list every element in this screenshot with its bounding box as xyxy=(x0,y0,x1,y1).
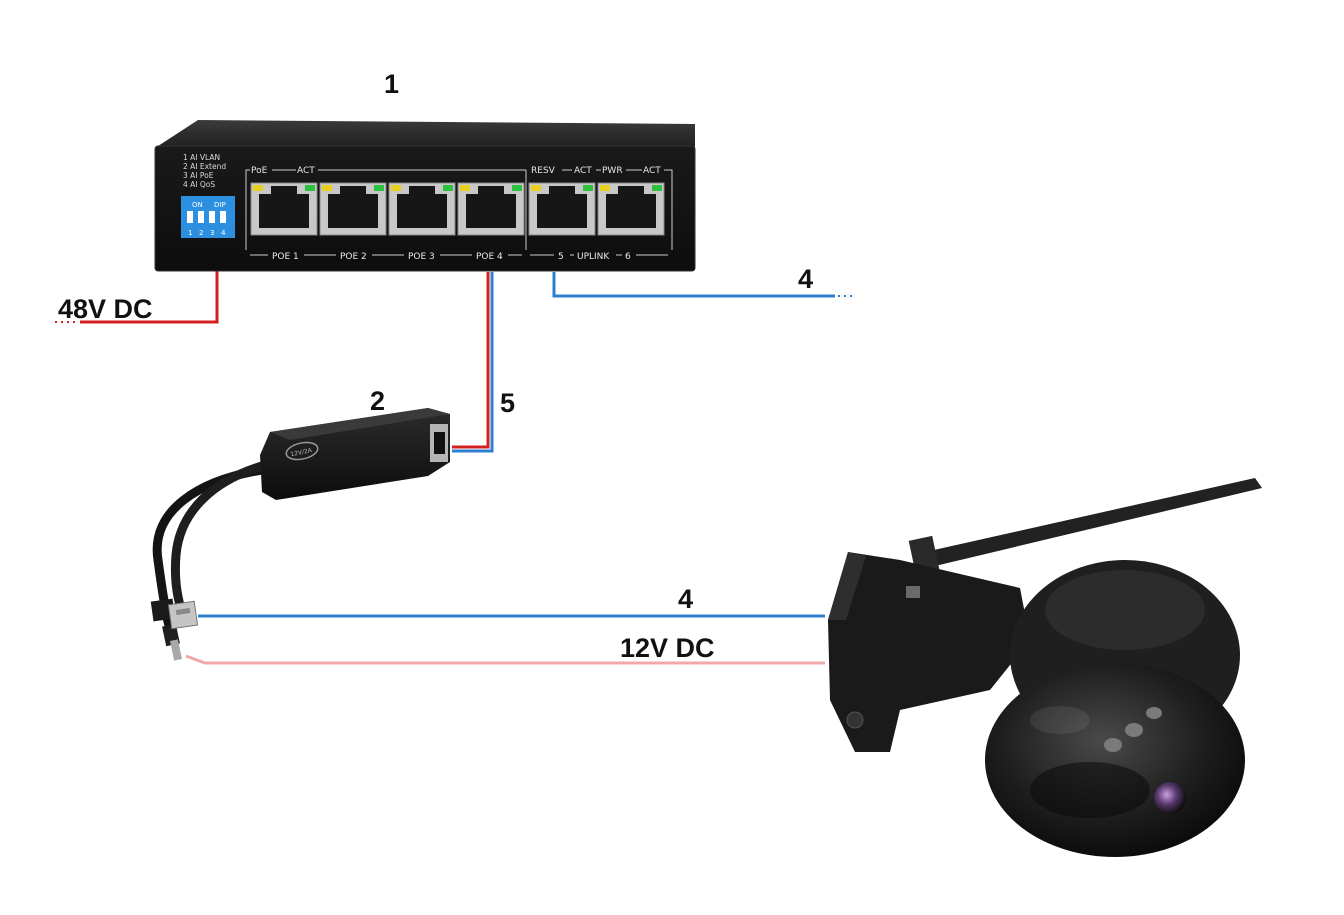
poe-cable-blue xyxy=(452,272,494,453)
poe-group-header-right: ACT xyxy=(297,166,315,176)
splitter-rj45-input[interactable] xyxy=(430,424,448,462)
splitter-badge-text: 12V/2A xyxy=(290,447,314,459)
camera-lens xyxy=(1154,782,1186,814)
label-splitter-number: 2 xyxy=(370,386,385,416)
label-camera-power: 12V DC xyxy=(620,633,715,663)
camera-power-cable xyxy=(185,654,825,665)
poe-splitter: 12V/2A xyxy=(150,408,450,661)
switch-port-uplink5[interactable] xyxy=(528,182,596,236)
splitter-pigtail-rj45 xyxy=(171,461,267,617)
switch-port-poe2[interactable] xyxy=(319,182,387,236)
label-uplink-cable-number: 4 xyxy=(798,264,813,294)
uplink-network-cable xyxy=(552,272,835,298)
switch-port-poe4[interactable] xyxy=(457,182,525,236)
splitter-badge xyxy=(285,441,319,461)
label-switch-power: 48V DC xyxy=(58,294,153,324)
switch-port-poe1[interactable] xyxy=(250,182,318,236)
dip-legend-1: 1 AI VLAN xyxy=(183,153,220,162)
camera-ir-led xyxy=(1125,723,1143,737)
poe-group-header-left: PoE xyxy=(251,166,268,176)
dip-legend-4: 4 AI QoS xyxy=(183,180,215,189)
camera-ir-led xyxy=(1104,738,1122,752)
switch-port-uplink6[interactable] xyxy=(597,182,665,236)
dip-legend-3: 3 AI PoE xyxy=(183,171,214,180)
splitter-rj45-output[interactable] xyxy=(150,598,199,630)
svg-text:4: 4 xyxy=(221,229,226,237)
port-label-uplink-6: 6 xyxy=(625,252,631,262)
splitter-dc-plug[interactable] xyxy=(162,623,182,661)
port-label-poe4: POE 4 xyxy=(476,252,503,262)
camera-antenna xyxy=(925,478,1262,566)
camera-screw xyxy=(846,711,864,729)
dip-legend-2: 2 AI Extend xyxy=(183,162,226,171)
poe-switch: 1 AI VLAN 2 AI Extend 3 AI PoE 4 AI QoS … xyxy=(154,120,696,272)
svg-text:ON: ON xyxy=(192,201,203,209)
resv-label: RESV xyxy=(531,166,556,176)
port-label-poe2: POE 2 xyxy=(340,252,367,262)
label-camera-cable-number: 4 xyxy=(678,584,693,614)
camera-wall-mount xyxy=(828,552,1030,752)
svg-text:1: 1 xyxy=(188,229,192,237)
port-label-poe1: POE 1 xyxy=(272,252,299,262)
poe-group-frame xyxy=(245,169,526,250)
switch-top-face xyxy=(155,120,695,148)
svg-text:3: 3 xyxy=(210,229,214,237)
cables xyxy=(55,270,856,665)
resv-act-label: ACT xyxy=(574,166,592,176)
camera-ir-led xyxy=(1146,707,1162,719)
svg-text:DIP: DIP xyxy=(214,201,226,209)
label-switch-number: 1 xyxy=(384,69,399,99)
ptz-camera xyxy=(828,478,1262,857)
port-label-poe3: POE 3 xyxy=(408,252,435,262)
pwr-label: PWR xyxy=(602,166,623,176)
poe-cable-red xyxy=(452,272,490,449)
dip-switch[interactable]: ON DIP 1 2 3 4 xyxy=(181,196,235,238)
port-label-uplink-5: 5 xyxy=(558,252,564,262)
pwr-act-label: ACT xyxy=(643,166,661,176)
camera-logo-badge xyxy=(906,586,920,598)
label-poe-cable-number: 5 xyxy=(500,388,515,418)
switch-port-poe3[interactable] xyxy=(388,182,456,236)
port-label-uplink: UPLINK xyxy=(577,252,610,262)
svg-text:2: 2 xyxy=(199,229,203,237)
switch-power-cable xyxy=(80,270,219,324)
camera-glass-dome xyxy=(985,663,1245,857)
uplink-group-frame xyxy=(525,169,673,250)
